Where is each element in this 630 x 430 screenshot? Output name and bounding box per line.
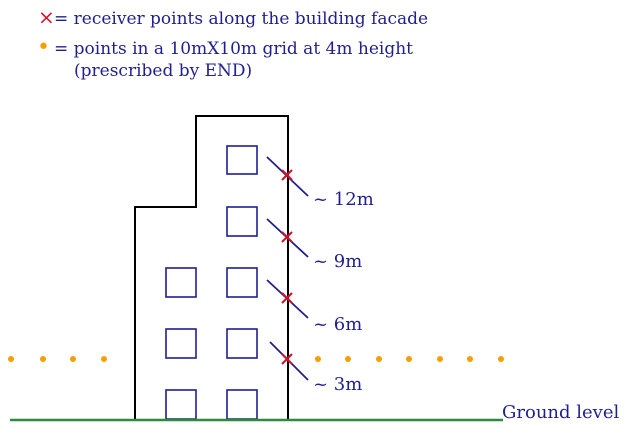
grid-dot-icon (70, 356, 76, 362)
receiver-points (281, 169, 293, 365)
height-label-9m: ~ 9m (313, 251, 362, 272)
cross-marker-icon: × (38, 5, 55, 29)
dot-marker-icon: • (37, 35, 50, 60)
receiver-cross-icon (281, 169, 293, 181)
grid-dot-icon (376, 356, 382, 362)
window (226, 328, 258, 359)
grid-dot-icon (437, 356, 443, 362)
legend-dot-text-line1: = points in a 10mX10m grid at 4m height (54, 39, 413, 59)
ground-label: Ground level (502, 402, 619, 423)
grid-dot-icon (101, 356, 107, 362)
grid-dot-icon (40, 356, 46, 362)
legend-cross-text: = receiver points along the building fac… (54, 9, 428, 29)
window (226, 206, 258, 237)
grid-points (8, 356, 504, 362)
legend-dot-text-line2: (prescribed by END) (74, 61, 252, 81)
grid-dot-icon (467, 356, 473, 362)
height-label-12m: ~ 12m (313, 189, 374, 210)
legend: × = receiver points along the building f… (37, 5, 428, 81)
window (165, 389, 197, 420)
height-label-3m: ~ 3m (313, 374, 362, 395)
height-labels: ~ 12m ~ 9m ~ 6m ~ 3m (313, 189, 374, 395)
grid-dot-icon (406, 356, 412, 362)
grid-dot-icon (8, 356, 14, 362)
grid-dot-icon (345, 356, 351, 362)
grid-dot-icon (498, 356, 504, 362)
window (226, 145, 258, 175)
building-outline (134, 115, 289, 420)
receiver-cross-icon (281, 292, 293, 304)
window (226, 267, 258, 298)
receiver-cross-icon (281, 231, 293, 243)
windows (165, 145, 258, 420)
window (165, 267, 197, 298)
grid-dot-icon (315, 356, 321, 362)
window (165, 328, 197, 359)
height-label-6m: ~ 6m (313, 314, 362, 335)
window (226, 389, 258, 420)
receiver-cross-icon (281, 353, 293, 365)
